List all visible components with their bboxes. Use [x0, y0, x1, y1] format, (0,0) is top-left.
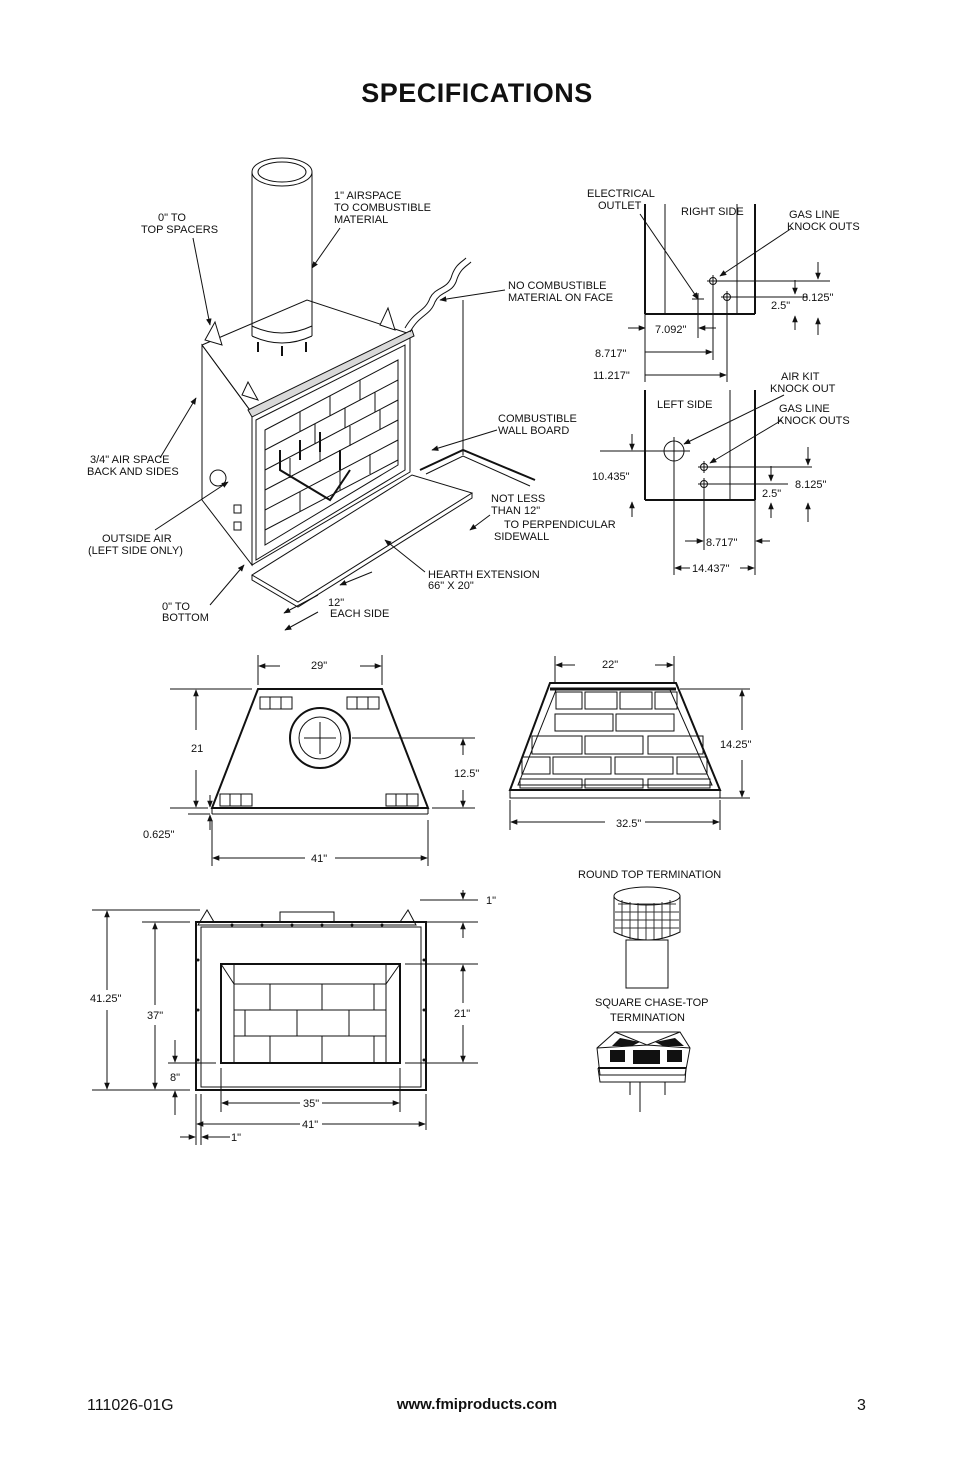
- svg-text:BOTTOM: BOTTOM: [162, 612, 209, 624]
- svg-text:21": 21": [454, 1008, 470, 1020]
- square-chase-top-termination: SQUARE CHASE-TOP TERMINATION: [595, 997, 709, 1112]
- svg-text:8.717": 8.717": [706, 537, 738, 549]
- svg-text:7.092": 7.092": [655, 324, 687, 336]
- svg-text:66" X 20": 66" X 20": [428, 580, 474, 592]
- svg-text:NOT LESS: NOT LESS: [491, 493, 545, 505]
- label-top-spacers: 0" TO TOP SPACERS: [141, 212, 218, 236]
- svg-text:TERMINATION: TERMINATION: [610, 1012, 685, 1024]
- svg-text:29": 29": [311, 660, 327, 672]
- label-each-side: 12" EACH SIDE: [328, 597, 389, 620]
- label-hearth: HEARTH EXTENSION 66" X 20": [428, 569, 540, 592]
- label-air-kit: AIR KIT: [781, 371, 820, 383]
- svg-text:SIDEWALL: SIDEWALL: [494, 531, 549, 543]
- svg-text:TO COMBUSTIBLE: TO COMBUSTIBLE: [334, 202, 431, 214]
- svg-text:NO COMBUSTIBLE: NO COMBUSTIBLE: [508, 280, 606, 292]
- label-air-space-back: 3/4" AIR SPACE BACK AND SIDES: [87, 454, 179, 478]
- label-airspace: 1" AIRSPACE TO COMBUSTIBLE MATERIAL: [334, 190, 431, 226]
- svg-text:0.625": 0.625": [143, 829, 175, 841]
- svg-text:KNOCK OUTS: KNOCK OUTS: [777, 415, 850, 427]
- svg-text:BACK AND SIDES: BACK AND SIDES: [87, 466, 179, 478]
- svg-text:14.437": 14.437": [692, 563, 730, 575]
- label-bottom: 0" TO BOTTOM: [162, 601, 209, 624]
- svg-text:TO PERPENDICULAR: TO PERPENDICULAR: [504, 519, 616, 531]
- svg-text:8": 8": [170, 1072, 180, 1084]
- chimney-pipe: [251, 157, 313, 356]
- svg-text:1" AIRSPACE: 1" AIRSPACE: [334, 190, 401, 202]
- left-side-view: AIR KIT KNOCK OUT LEFT SIDE GAS LINE KNO…: [592, 371, 850, 575]
- label-left-gas-line: GAS LINE: [779, 403, 830, 415]
- svg-text:0" TO: 0" TO: [162, 601, 190, 613]
- svg-text:OUTLET: OUTLET: [598, 200, 642, 212]
- svg-text:2.5": 2.5": [771, 300, 790, 312]
- svg-text:41.25": 41.25": [90, 993, 122, 1005]
- svg-text:2.5": 2.5": [762, 488, 781, 500]
- svg-text:(LEFT SIDE ONLY): (LEFT SIDE ONLY): [88, 545, 183, 557]
- svg-text:8.717": 8.717": [595, 348, 627, 360]
- svg-text:MATERIAL ON FACE: MATERIAL ON FACE: [508, 292, 613, 304]
- svg-text:21: 21: [191, 743, 203, 755]
- svg-text:14.25": 14.25": [720, 739, 752, 751]
- svg-text:COMBUSTIBLE: COMBUSTIBLE: [498, 413, 577, 425]
- website-link[interactable]: www.fmiproducts.com: [396, 1396, 558, 1413]
- svg-text:12.5": 12.5": [454, 768, 479, 780]
- svg-text:41": 41": [302, 1119, 318, 1131]
- label-left-side: LEFT SIDE: [657, 399, 712, 411]
- label-not-less: NOT LESS THAN 12" TO PERPENDICULAR SIDEW…: [491, 493, 616, 543]
- label-square-chase-top: SQUARE CHASE-TOP: [595, 997, 709, 1009]
- svg-text:HEARTH EXTENSION: HEARTH EXTENSION: [428, 569, 540, 581]
- label-right-side: RIGHT SIDE: [681, 206, 744, 218]
- label-round-top: ROUND TOP TERMINATION: [578, 869, 721, 881]
- svg-text:OUTSIDE AIR: OUTSIDE AIR: [102, 533, 172, 545]
- isometric-fireplace-diagram: 0" TO TOP SPACERS 1" AIRSPACE TO COMBUST…: [87, 157, 616, 631]
- isometric-firebox-bricks: [264, 379, 399, 531]
- svg-text:35": 35": [303, 1098, 319, 1110]
- svg-text:KNOCK OUT: KNOCK OUT: [770, 383, 836, 395]
- label-electrical: ELECTRICAL: [587, 188, 655, 200]
- front-view: 1" 41.25" 37" 21" 8" 35" 41" 1": [90, 890, 496, 1145]
- right-side-view: ELECTRICAL OUTLET RIGHT SIDE GAS LINE KN…: [587, 188, 860, 382]
- svg-text:10.435": 10.435": [592, 471, 630, 483]
- svg-text:32.5": 32.5": [616, 818, 641, 830]
- firebox-view: 22" 14.25" 32.5": [508, 656, 752, 830]
- svg-text:KNOCK OUTS: KNOCK OUTS: [787, 221, 860, 233]
- svg-text:TOP SPACERS: TOP SPACERS: [141, 224, 218, 236]
- svg-text:THAN 12": THAN 12": [491, 505, 540, 517]
- svg-text:12": 12": [328, 597, 344, 609]
- label-no-combustible: NO COMBUSTIBLE MATERIAL ON FACE: [508, 280, 613, 304]
- svg-text:0" TO: 0" TO: [158, 212, 186, 224]
- svg-text:8.125": 8.125": [802, 292, 834, 304]
- document-number: 111026-01G: [87, 1397, 174, 1414]
- svg-text:EACH SIDE: EACH SIDE: [330, 608, 389, 620]
- svg-text:41": 41": [311, 853, 327, 865]
- svg-text:11.217": 11.217": [593, 370, 630, 382]
- page-title: SPECIFICATIONS: [361, 78, 593, 108]
- svg-text:MATERIAL: MATERIAL: [334, 214, 388, 226]
- svg-text:22": 22": [602, 659, 618, 671]
- isometric-grate: [279, 432, 351, 502]
- svg-text:3/4" AIR SPACE: 3/4" AIR SPACE: [90, 454, 170, 466]
- svg-text:37": 37": [147, 1010, 163, 1022]
- page-number: 3: [857, 1397, 866, 1414]
- svg-text:8.125": 8.125": [795, 479, 827, 491]
- label-outside-air: OUTSIDE AIR (LEFT SIDE ONLY): [88, 533, 183, 557]
- svg-text:1": 1": [231, 1132, 241, 1144]
- label-right-gas-line: GAS LINE: [789, 209, 840, 221]
- top-view: 29" 21 12.5" 0.625" 41": [143, 655, 479, 866]
- round-top-termination: ROUND TOP TERMINATION: [578, 869, 721, 989]
- label-combustible-wall: COMBUSTIBLE WALL BOARD: [498, 413, 577, 437]
- svg-text:1": 1": [486, 895, 496, 907]
- svg-text:WALL BOARD: WALL BOARD: [498, 425, 569, 437]
